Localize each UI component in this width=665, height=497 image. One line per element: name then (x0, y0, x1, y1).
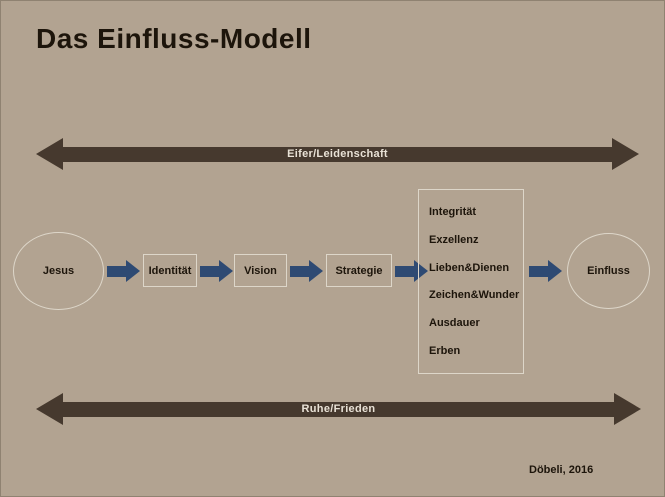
list-item: Integrität (429, 205, 477, 218)
bottom-arrow-label: Ruhe/Frieden (301, 403, 376, 415)
node-identitaet: Identität (143, 254, 197, 287)
arrow-shaft (290, 265, 309, 277)
arrow-left-head-icon (36, 393, 63, 425)
top-double-arrow: Eifer/Leidenschaft (36, 138, 639, 170)
list-item: Zeichen&Wunder (429, 289, 520, 302)
bottom-arrow-bar: Ruhe/Frieden (63, 401, 614, 417)
arrow-shaft (107, 265, 126, 277)
list-item: Ausdauer (429, 317, 480, 330)
flow-arrow-3-icon (290, 260, 323, 282)
node-einfluss: Einfluss (567, 233, 650, 309)
arrow-head (126, 260, 140, 282)
flow-arrow-5-icon (529, 260, 562, 282)
node-vision: Vision (234, 254, 287, 287)
arrow-shaft (395, 265, 414, 277)
top-arrow-label: Eifer/Leidenschaft (287, 148, 388, 160)
page-title: Das Einfluss-Modell (36, 23, 312, 54)
flow-arrow-1-icon (107, 260, 140, 282)
arrow-right-head-icon (614, 393, 641, 425)
flow-arrow-2-icon (200, 260, 233, 282)
arrow-head (548, 260, 562, 282)
node-jesus: Jesus (13, 232, 104, 310)
flow-arrow-4-icon (395, 260, 428, 282)
arrow-head (219, 260, 233, 282)
arrow-shaft (529, 265, 548, 277)
node-strategie: Strategie (326, 254, 392, 287)
arrow-right-head-icon (612, 138, 639, 170)
top-arrow-bar: Eifer/Leidenschaft (63, 146, 612, 162)
bottom-double-arrow: Ruhe/Frieden (36, 393, 641, 425)
credit-text: Döbeli, 2016 (529, 464, 594, 476)
arrow-left-head-icon (36, 138, 63, 170)
arrow-shaft (200, 265, 219, 277)
arrow-head (309, 260, 323, 282)
values-list-box: Integrität Exzellenz Lieben&Dienen Zeich… (418, 189, 524, 374)
list-item: Lieben&Dienen (429, 261, 510, 274)
list-item: Exzellenz (429, 233, 479, 246)
arrow-head (414, 260, 428, 282)
list-item: Erben (429, 345, 461, 358)
